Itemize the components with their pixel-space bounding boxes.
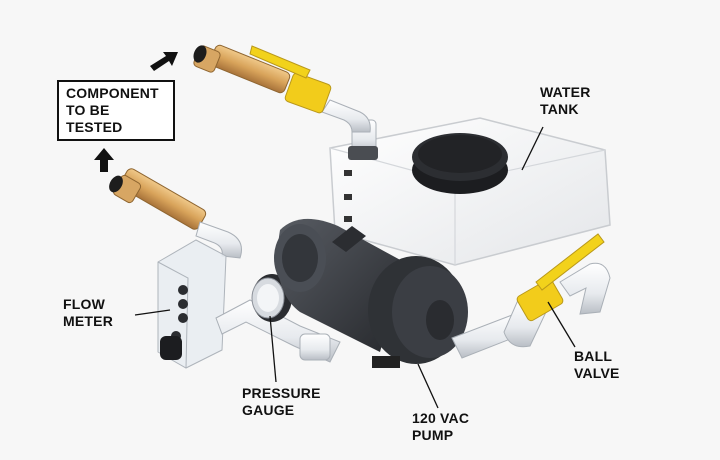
ball-valve-label: BALL VALVE xyxy=(574,348,620,381)
pump-label: 120 VAC PUMP xyxy=(412,410,470,443)
pump xyxy=(274,218,468,368)
outlet-pipe xyxy=(193,44,378,160)
component-label: COMPONENT TO BE TESTED xyxy=(66,85,159,135)
return-pipe xyxy=(109,168,242,259)
pressure-gauge-label: PRESSURE GAUGE xyxy=(242,385,321,418)
inlet-pipe xyxy=(451,233,611,359)
pressure-gauge xyxy=(251,274,292,322)
flow-meter-label: FLOW METER xyxy=(63,296,113,329)
arrow-in-icon xyxy=(94,148,114,172)
water-tank-label: WATER TANK xyxy=(540,84,591,117)
water-tank xyxy=(329,117,611,266)
flow-meter xyxy=(157,239,227,369)
arrow-out-icon xyxy=(150,52,178,71)
leader-lines xyxy=(134,126,576,409)
component-to-be-tested-box: COMPONENT TO BE TESTED xyxy=(57,80,175,141)
